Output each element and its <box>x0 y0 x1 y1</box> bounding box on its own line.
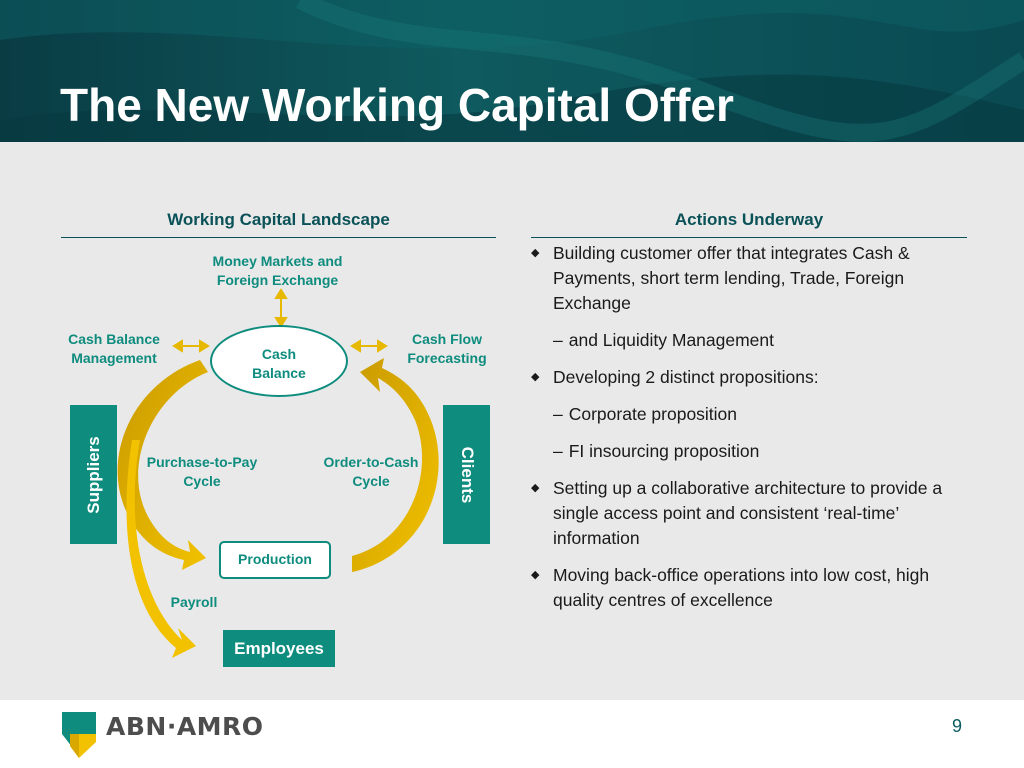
money-markets-double-arrow <box>274 288 288 328</box>
payroll-arrow <box>126 440 196 658</box>
cash-balance-line2: Balance <box>252 365 306 381</box>
cash-balance-ellipse: Cash Balance <box>210 325 348 397</box>
order-to-cash-label: Order-to-Cash Cycle <box>312 453 430 491</box>
action-bullet-item: ◆ Moving back-office operations into low … <box>531 563 971 613</box>
banner-wave-decoration <box>0 0 1024 142</box>
order-to-cash-arrow <box>352 358 439 572</box>
action-text: Building customer offer that integrates … <box>553 243 910 313</box>
clients-label: Clients <box>457 446 477 503</box>
cash-balance-mgmt-double-arrow <box>172 339 210 353</box>
action-bullet-item: ◆ Setting up a collaborative architecture… <box>531 476 971 551</box>
money-markets-line1: Money Markets and <box>212 253 343 269</box>
cash-flow-line1: Cash Flow <box>411 331 482 347</box>
suppliers-label: Suppliers <box>83 435 103 514</box>
cash-flow-label: Cash Flow Forecasting <box>392 330 502 368</box>
landscape-heading-rule <box>61 237 496 238</box>
footer <box>0 700 1024 768</box>
action-sub-text: FI insourcing proposition <box>568 441 760 461</box>
action-sub-item: –Corporate proposition <box>531 402 971 427</box>
action-bullet-item: ◆ Developing 2 distinct propositions: <box>531 365 971 390</box>
action-text: Developing 2 distinct propositions: <box>553 367 819 387</box>
employees-box: Employees <box>223 630 335 667</box>
dash-icon: – <box>553 441 563 461</box>
actions-heading: Actions Underway <box>674 210 824 229</box>
dash-icon: – <box>553 330 563 350</box>
diamond-bullet-icon: ◆ <box>531 371 540 383</box>
action-text: Moving back-office operations into low c… <box>553 565 930 610</box>
cash-balance-text: Cash Balance <box>212 345 346 383</box>
cash-balance-mgmt-line1: Cash Balance <box>68 331 160 347</box>
p2p-line2: Cycle <box>183 473 221 489</box>
money-markets-line2: Foreign Exchange <box>216 272 339 288</box>
dash-icon: – <box>553 404 563 424</box>
landscape-heading: Working Capital Landscape <box>167 210 390 229</box>
page-number: 9 <box>952 716 963 736</box>
o2c-line2: Cycle <box>352 473 390 489</box>
purchase-to-pay-label: Purchase-to-Pay Cycle <box>136 453 268 491</box>
production-box: Production <box>219 541 331 579</box>
money-markets-label: Money Markets and Foreign Exchange <box>190 252 365 290</box>
diamond-bullet-icon: ◆ <box>531 482 540 494</box>
action-bullet-item: ◆ Building customer offer that integrates… <box>531 241 971 316</box>
clients-bar: Clients <box>443 405 490 544</box>
action-sub-item: –and Liquidity Management <box>531 328 971 353</box>
p2p-line1: Purchase-to-Pay <box>146 454 258 470</box>
o2c-line1: Order-to-Cash <box>323 454 419 470</box>
action-sub-text: and Liquidity Management <box>568 330 775 350</box>
suppliers-bar: Suppliers <box>70 405 117 544</box>
cash-flow-double-arrow <box>350 339 388 353</box>
diamond-bullet-icon: ◆ <box>531 247 540 259</box>
cash-balance-line1: Cash <box>261 346 297 362</box>
diamond-bullet-icon: ◆ <box>531 569 540 581</box>
payroll-label: Payroll <box>170 594 218 610</box>
cash-balance-mgmt-label: Cash Balance Management <box>54 330 174 368</box>
action-text: Setting up a collaborative architecture … <box>553 478 943 548</box>
abn-amro-logo-text: ABN·AMRO <box>106 712 264 741</box>
title-banner: The New Working Capital Offer <box>0 0 1024 142</box>
content-area <box>0 142 1024 700</box>
abn-amro-shield-icon <box>62 712 96 758</box>
cash-flow-line2: Forecasting <box>407 350 487 366</box>
actions-list: ◆ Building customer offer that integrates… <box>531 241 971 625</box>
action-sub-text: Corporate proposition <box>568 404 738 424</box>
action-sub-item: –FI insourcing proposition <box>531 439 971 464</box>
slide-title: The New Working Capital Offer <box>60 79 734 131</box>
actions-heading-rule <box>531 237 967 238</box>
purchase-to-pay-arrow <box>117 360 208 570</box>
cash-balance-mgmt-line2: Management <box>71 350 157 366</box>
